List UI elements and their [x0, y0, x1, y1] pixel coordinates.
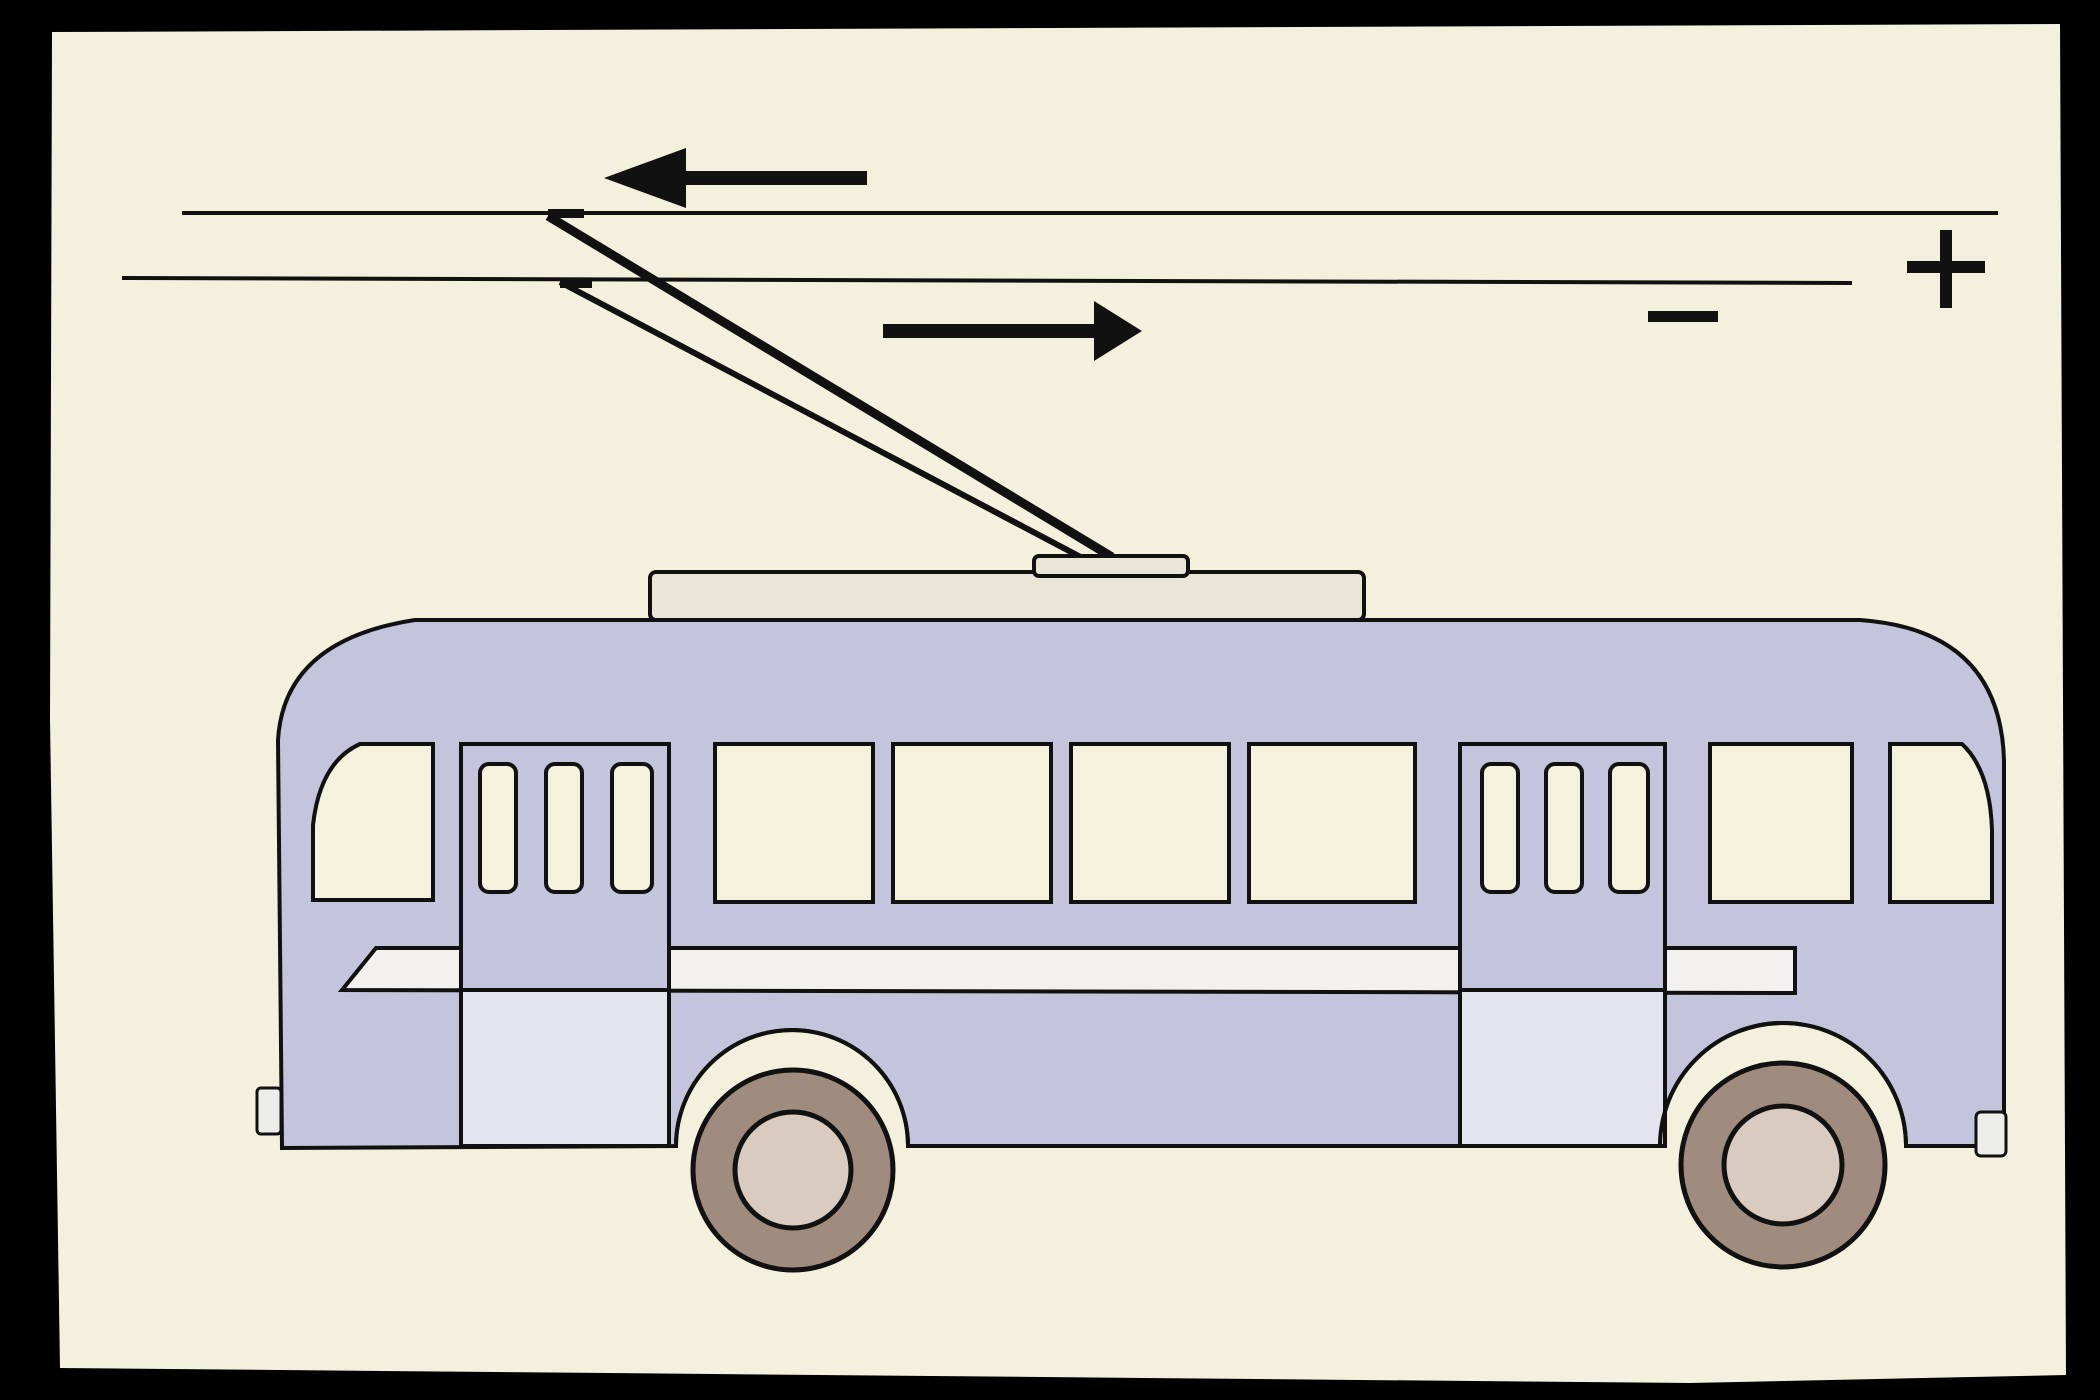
negative-current-collector	[560, 279, 592, 288]
window	[713, 742, 875, 904]
rear-door	[459, 742, 671, 1148]
rear-wheel	[674, 1028, 910, 1273]
window	[891, 742, 1053, 904]
arrow-left-icon	[604, 148, 867, 208]
minus-sign-icon	[1648, 311, 1718, 322]
arrow-right-icon	[883, 301, 1142, 361]
plus-sign-icon	[1907, 230, 1985, 308]
rear-bumper	[255, 1086, 283, 1136]
front-window	[1888, 742, 1994, 904]
pole-base	[1032, 554, 1190, 578]
trolley-poles	[545, 209, 1115, 565]
front-wheel	[1658, 1021, 1908, 1270]
side-stripe	[337, 946, 1797, 996]
window	[1069, 742, 1231, 904]
rear-window	[311, 742, 435, 902]
positive-current-collector	[548, 209, 584, 218]
negative-overhead-wire	[121, 276, 1853, 285]
front-bumper	[1974, 1110, 2008, 1158]
roof-equipment-box	[648, 570, 1366, 622]
window	[1247, 742, 1417, 904]
front-door	[1458, 742, 1667, 1148]
windows	[311, 742, 1994, 904]
window	[1708, 742, 1854, 904]
